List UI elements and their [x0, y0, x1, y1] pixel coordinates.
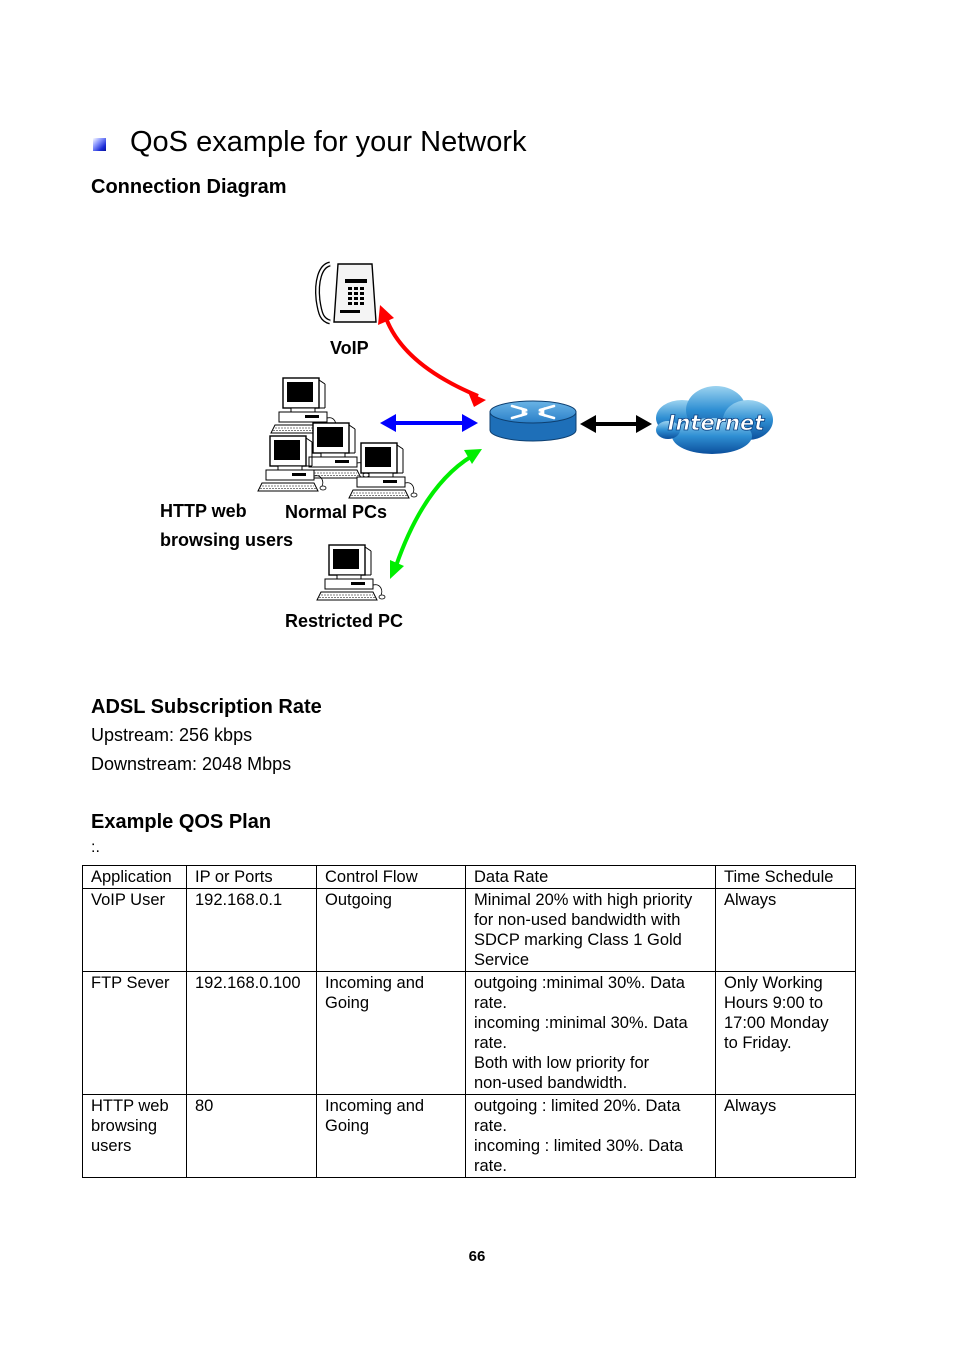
time-schedule-cell: Only Working Hours 9:00 to 17:00 Monday … [715, 971, 856, 1095]
internet-label: Internet [668, 411, 766, 435]
column-header: Data Rate [465, 865, 716, 889]
application-cell: HTTP web browsing users [82, 1094, 187, 1178]
downstream-rate: Downstream: 2048 Mbps [91, 754, 292, 774]
column-header: Application [82, 865, 187, 889]
diagram-heading: Connection Diagram [91, 176, 287, 198]
table-row: HTTP web browsing users 80 Incoming and … [82, 1094, 856, 1178]
voip-label: VoIP [330, 338, 369, 358]
upstream-rate: Upstream: 256 kbps [91, 725, 253, 745]
pc-icon [348, 442, 418, 499]
qos-plan-table: Application IP or Ports Control Flow Dat… [82, 865, 856, 1178]
table-header-row: Application IP or Ports Control Flow Dat… [82, 865, 856, 889]
section-title: QoS example for your Network [130, 126, 527, 158]
time-schedule-cell: Always [715, 1094, 856, 1178]
plan-note: :. [91, 839, 100, 856]
column-header: IP or Ports [186, 865, 317, 889]
application-cell: VoIP User [82, 888, 187, 972]
internet-cloud-icon: Internet [656, 386, 773, 454]
http-users-label-line2: browsing users [160, 530, 294, 550]
http-users-label-line1: HTTP web [160, 501, 247, 521]
control-flow-cell: Incoming and Going [316, 971, 466, 1095]
normal-pcs-label: Normal PCs [285, 502, 388, 522]
column-header: Time Schedule [715, 865, 856, 889]
telephone-icon [315, 261, 377, 325]
voip-arrow [378, 305, 486, 407]
bullet-icon [93, 138, 106, 151]
restricted-pc-arrow [390, 449, 482, 579]
pc-icon [316, 544, 386, 601]
connection-diagram: Internet [257, 261, 773, 601]
table-row: FTP Sever 192.168.0.100 Incoming and Goi… [82, 971, 856, 1095]
table-row: VoIP User 192.168.0.1 Outgoing Minimal 2… [82, 888, 856, 972]
data-rate-cell: outgoing :minimal 30%. Data rate. incomi… [465, 971, 716, 1095]
application-cell: FTP Sever [82, 971, 187, 1095]
ip-ports-cell: 80 [186, 1094, 317, 1178]
data-rate-cell: outgoing : limited 20%. Data rate. incom… [465, 1094, 716, 1178]
restricted-pc-label: Restricted PC [285, 611, 404, 631]
plan-heading: Example QOS Plan [91, 811, 272, 833]
page-number: 66 [468, 1248, 486, 1265]
ip-ports-cell: 192.168.0.100 [186, 971, 317, 1095]
adsl-heading: ADSL Subscription Rate [91, 696, 322, 718]
control-flow-cell: Outgoing [316, 888, 466, 972]
data-rate-cell: Minimal 20% with high priority for non-u… [465, 888, 716, 972]
router-icon [489, 400, 577, 442]
column-header: Control Flow [316, 865, 466, 889]
ip-ports-cell: 192.168.0.1 [186, 888, 317, 972]
internet-arrow [580, 415, 652, 433]
control-flow-cell: Incoming and Going [316, 1094, 466, 1178]
time-schedule-cell: Always [715, 888, 856, 972]
normal-pcs-arrow [380, 414, 478, 432]
